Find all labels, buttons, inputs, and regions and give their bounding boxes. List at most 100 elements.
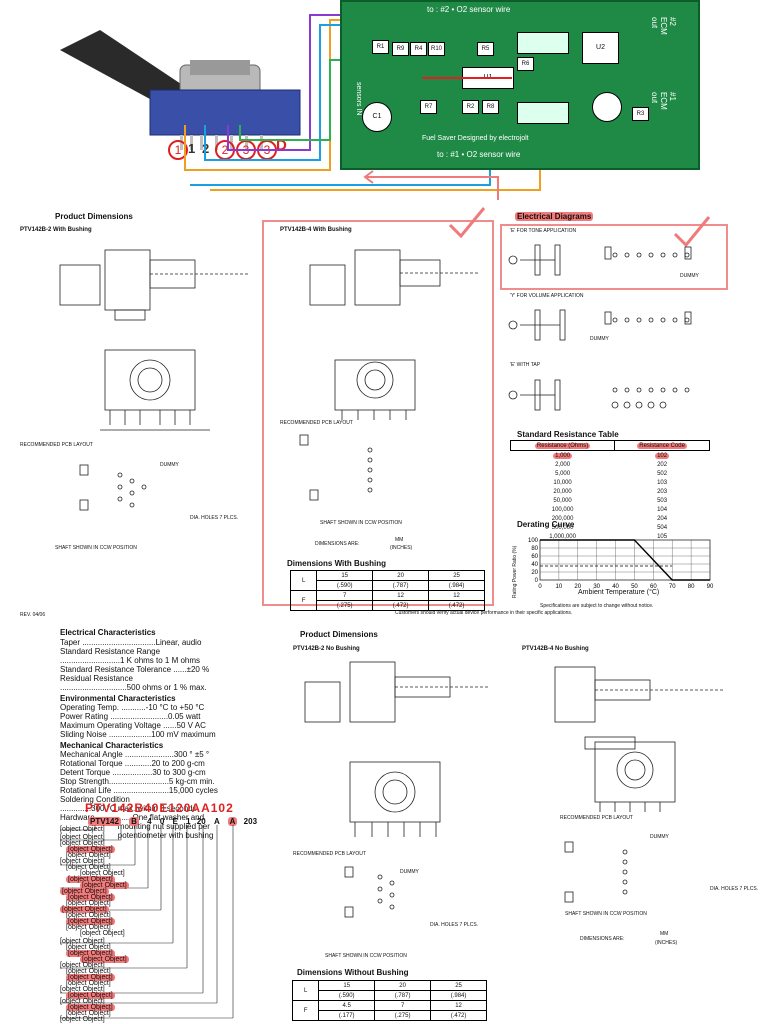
table-cell: 4.5 [318, 1000, 376, 1011]
table-cell: 5,000 [555, 470, 571, 477]
top-left-title: PTV142B-2 With Bushing [20, 227, 92, 233]
pn-part: 1 [186, 817, 191, 826]
x-tick-label: 90 [707, 584, 714, 590]
table-cell: 20 [374, 980, 432, 991]
pn-part: B [129, 817, 139, 826]
legend-line: [object Object] [66, 950, 240, 957]
derating-ylabel: Rating Power Ratio (%) [512, 545, 518, 598]
resistor-r8: R8 [482, 100, 499, 114]
table-cell: (.787) [374, 990, 432, 1001]
x-tick-label: 30 [593, 584, 600, 590]
bottom-mid-pcb-layout: RECOMMENDED PCB LAYOUT [293, 851, 366, 857]
table-cell: 2,000 [555, 461, 571, 468]
legend-line: [object Object] [66, 876, 240, 883]
spec-line: Standard Resistance Range [60, 647, 161, 656]
table-cell: 12 [430, 1000, 487, 1011]
spec-note-1: Specifications are subject to change wit… [540, 603, 654, 609]
table-header-text: Resistance (Ohms) [534, 442, 591, 449]
top-left-section-title: Product Dimensions [55, 212, 133, 221]
legend-line: [object Object] [60, 906, 240, 913]
table-cell: 1,000 [511, 451, 615, 461]
pcb-red-trace [422, 77, 512, 79]
table-cell: 500,000 [551, 524, 574, 531]
tone-application-label: 'E' FOR TONE APPLICATION [510, 228, 577, 234]
bottom-right-shaft-note: SHAFT SHOWN IN CCW POSITION [565, 911, 647, 917]
table-cell: 1,000,000 [549, 533, 576, 540]
y-tick-label: 0 [535, 578, 539, 584]
legend-line-text: [object Object] [60, 888, 109, 895]
pin-label-d: D [276, 137, 287, 154]
pn-part: A [213, 817, 220, 826]
potentiometer-photo: 1 1 2 2 3 3 D [40, 20, 330, 170]
y-tick-label: 20 [531, 570, 538, 576]
pn-part: E [172, 817, 178, 826]
bottom-mid-title: PTV142B-2 No Bushing [293, 646, 360, 652]
electrical-diagrams-title-text: Electrical Diagrams [515, 212, 594, 221]
spec-line: Operating Temp. ...........-10 °C to +50… [60, 703, 205, 712]
part-number-leader-lines [60, 825, 234, 1019]
resistance-table: Resistance (Ohms) Resistance Code 1,000 1… [509, 440, 710, 541]
drawing-ptv142b2-bushing [59, 249, 250, 511]
top-left-pcb-layout: RECOMMENDED PCB LAYOUT [20, 442, 93, 448]
resistor-r10: R10 [428, 42, 445, 56]
table-row: (.590) (.787) (.984) [293, 990, 487, 1001]
legend-line: [object Object] [60, 962, 105, 969]
legend-line: [object Object] [60, 1016, 105, 1023]
table-cell: 25 [430, 980, 487, 991]
spec-line: ..............................500 ohms o… [60, 683, 207, 692]
capacitor-c1: C1 [362, 102, 392, 132]
table-row: F 7 12 12 [289, 590, 485, 611]
x-tick-label: 60 [650, 584, 657, 590]
electrical-schematics [508, 244, 692, 411]
bottom-right-holes: DIA. HOLES 7 PLCS. [710, 886, 759, 892]
legend-line: [object Object] [60, 888, 240, 895]
revision: REV. 04/06 [20, 612, 46, 618]
legend-line-text: [object Object] [66, 894, 115, 901]
table-cell: 10,000 [553, 479, 572, 486]
legend-line: [object Object] [66, 944, 111, 951]
volume-dummy: DUMMY [590, 336, 609, 342]
spec-line: Standard Resistance Tolerance ......±20 … [60, 665, 210, 674]
bottom-right-mm: MM [660, 931, 669, 937]
spec-line: mounting nut supplied per [60, 822, 210, 831]
legend-line: [object Object] [66, 846, 240, 853]
y-tick-label: 40 [531, 562, 538, 568]
pin-label-1-circle: 1 [168, 140, 188, 160]
spec-line: Power Rating ..........................0… [60, 712, 201, 721]
table-cell: 15 [318, 980, 376, 991]
spec-line: Soldering Condition [60, 795, 130, 804]
resistor-r9: R9 [392, 42, 409, 56]
part-number-full: PTV142B40E120AA102 [85, 801, 234, 815]
x-tick-label: 40 [612, 584, 619, 590]
table-cell: 12 [428, 590, 485, 601]
legend-line-text: [object Object] [60, 906, 109, 913]
spec-line: Detent Torque ..................30 to 30… [60, 768, 206, 777]
top-left-holes: DIA. HOLES 7 PLCS. [190, 515, 239, 521]
resistor-r6: R6 [517, 57, 534, 71]
table-cell: 20,000 [553, 488, 572, 495]
resistor-r1: R1 [372, 40, 389, 54]
table-cell: L [291, 980, 320, 1001]
legend-line-text: [object Object] [66, 992, 115, 999]
legend-line: [object Object] [60, 826, 105, 833]
legend-line: [object Object] [66, 1004, 240, 1011]
pcb-right-top: #2 ECM out [650, 17, 677, 35]
spec-line: Maximum Operating Voltage ......50 V AC [60, 721, 206, 730]
bottom-mid-section-title: Product Dimensions [300, 630, 378, 639]
y-tick-label: 100 [528, 538, 539, 544]
table-header-text: Resistance Code [637, 442, 687, 449]
table-cell: (.984) [428, 580, 485, 591]
legend-line: [object Object] [60, 858, 105, 865]
table-cell: (.275) [374, 1010, 432, 1021]
spec-line: Rotational Life ........................… [60, 786, 218, 795]
table-header: Resistance Code [614, 440, 710, 451]
table-cell-text: 102 [655, 452, 670, 459]
legend-line-text: [object Object] [66, 918, 115, 925]
x-tick-label: 20 [574, 584, 581, 590]
legend-line: [object Object] [66, 1010, 111, 1017]
table-cell: 104 [657, 506, 668, 513]
table-cell: 105 [657, 533, 668, 540]
spec-line: Taper .................................L… [60, 638, 202, 647]
table-cell: 503 [657, 497, 668, 504]
